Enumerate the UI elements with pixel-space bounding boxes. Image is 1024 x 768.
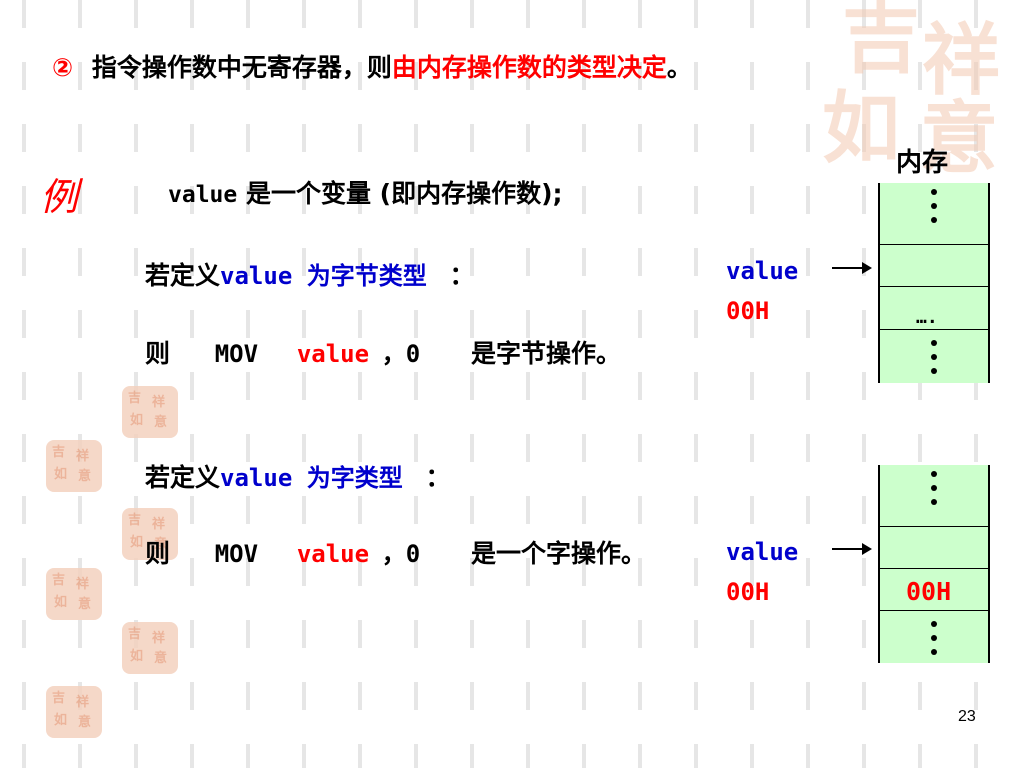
memory-cell-ellipsis [880, 465, 988, 527]
vertical-dots-icon [931, 467, 937, 509]
word-define-line: 若定义value 为字类型 ： [145, 458, 450, 494]
seal-watermark-large: 吉 祥 如 意 [822, 0, 1001, 184]
memory-cell [880, 245, 988, 287]
heading-text: 指令操作数中无寄存器，则 [91, 53, 392, 82]
memory-cell: …. [880, 287, 988, 330]
seal-stamp: 吉祥如意 [122, 622, 178, 674]
seal-stamp: 吉祥如意 [122, 386, 178, 438]
arrow-right-icon [832, 262, 872, 274]
memory-cell-ellipsis [880, 330, 988, 381]
example-var: value [168, 182, 238, 208]
byte-define-colon: ： [449, 261, 475, 290]
word-mov-line: 则 MOV value ，0 是一个字操作。 [145, 534, 646, 570]
byte-mov: MOV [214, 340, 259, 368]
vertical-dots-icon [931, 617, 937, 659]
byte-mov-line: 则 MOV value ，0 是字节操作。 [145, 334, 621, 370]
vertical-dots-icon [931, 336, 937, 378]
word-define-prefix: 若定义 [145, 463, 221, 492]
memory-cell-value: 00H [906, 577, 952, 606]
word-comma-zero: ，0 [381, 540, 421, 568]
memory-cell [880, 527, 988, 569]
example-description: 是一个变量 (即内存操作数); [245, 179, 563, 208]
seal-stamp: 吉祥如意 [46, 568, 102, 620]
arrow-right-icon [832, 543, 872, 555]
example-label: 例 [40, 175, 79, 219]
seal-stamp: 吉祥如意 [122, 508, 178, 560]
byte-result: 是字节操作。 [470, 339, 621, 368]
heading: ② 指令操作数中无寄存器，则由内存操作数的类型决定。 [52, 48, 692, 84]
memory-cell-ellipsis [880, 611, 988, 663]
example-line: value 是一个变量 (即内存操作数); [168, 174, 563, 210]
heading-marker: ② [52, 53, 74, 82]
memory-cell: 00H [880, 569, 988, 611]
heading-period: 。 [666, 53, 692, 82]
word-mov: MOV [214, 540, 259, 568]
memory-block-byte: …. [878, 183, 990, 383]
word-result: 是一个字操作。 [470, 539, 646, 568]
byte-define-type: value 为字节类型 [220, 262, 427, 290]
seal-stamp: 吉祥如意 [46, 686, 102, 738]
memory-cell-ellipsis [880, 183, 988, 245]
byte-define-prefix: 若定义 [145, 261, 221, 290]
memory-title: 内存 [896, 148, 949, 178]
byte-then: 则 [145, 339, 171, 368]
word-define-colon: ： [425, 463, 451, 492]
byte-define-line: 若定义value 为字节类型 ： [145, 256, 474, 292]
memory-pointer-value: 00H [726, 578, 770, 606]
memory-pointer-label: value [726, 538, 799, 566]
vertical-dots-icon [931, 185, 937, 227]
byte-comma-zero: ，0 [381, 340, 421, 368]
word-then: 则 [145, 539, 171, 568]
word-define-type: value 为字类型 [220, 464, 403, 492]
memory-block-word: 00H [878, 465, 990, 663]
byte-operand: value [296, 340, 370, 368]
memory-pointer-label: value [726, 257, 799, 285]
seal-stamp: 吉祥如意 [46, 440, 102, 492]
memory-cell-ellipsis-text: …. [916, 307, 938, 328]
memory-pointer-value: 00H [726, 297, 770, 325]
word-operand: value [296, 540, 370, 568]
page-number: 23 [958, 708, 976, 725]
heading-highlight: 由内存操作数的类型决定 [391, 53, 667, 82]
